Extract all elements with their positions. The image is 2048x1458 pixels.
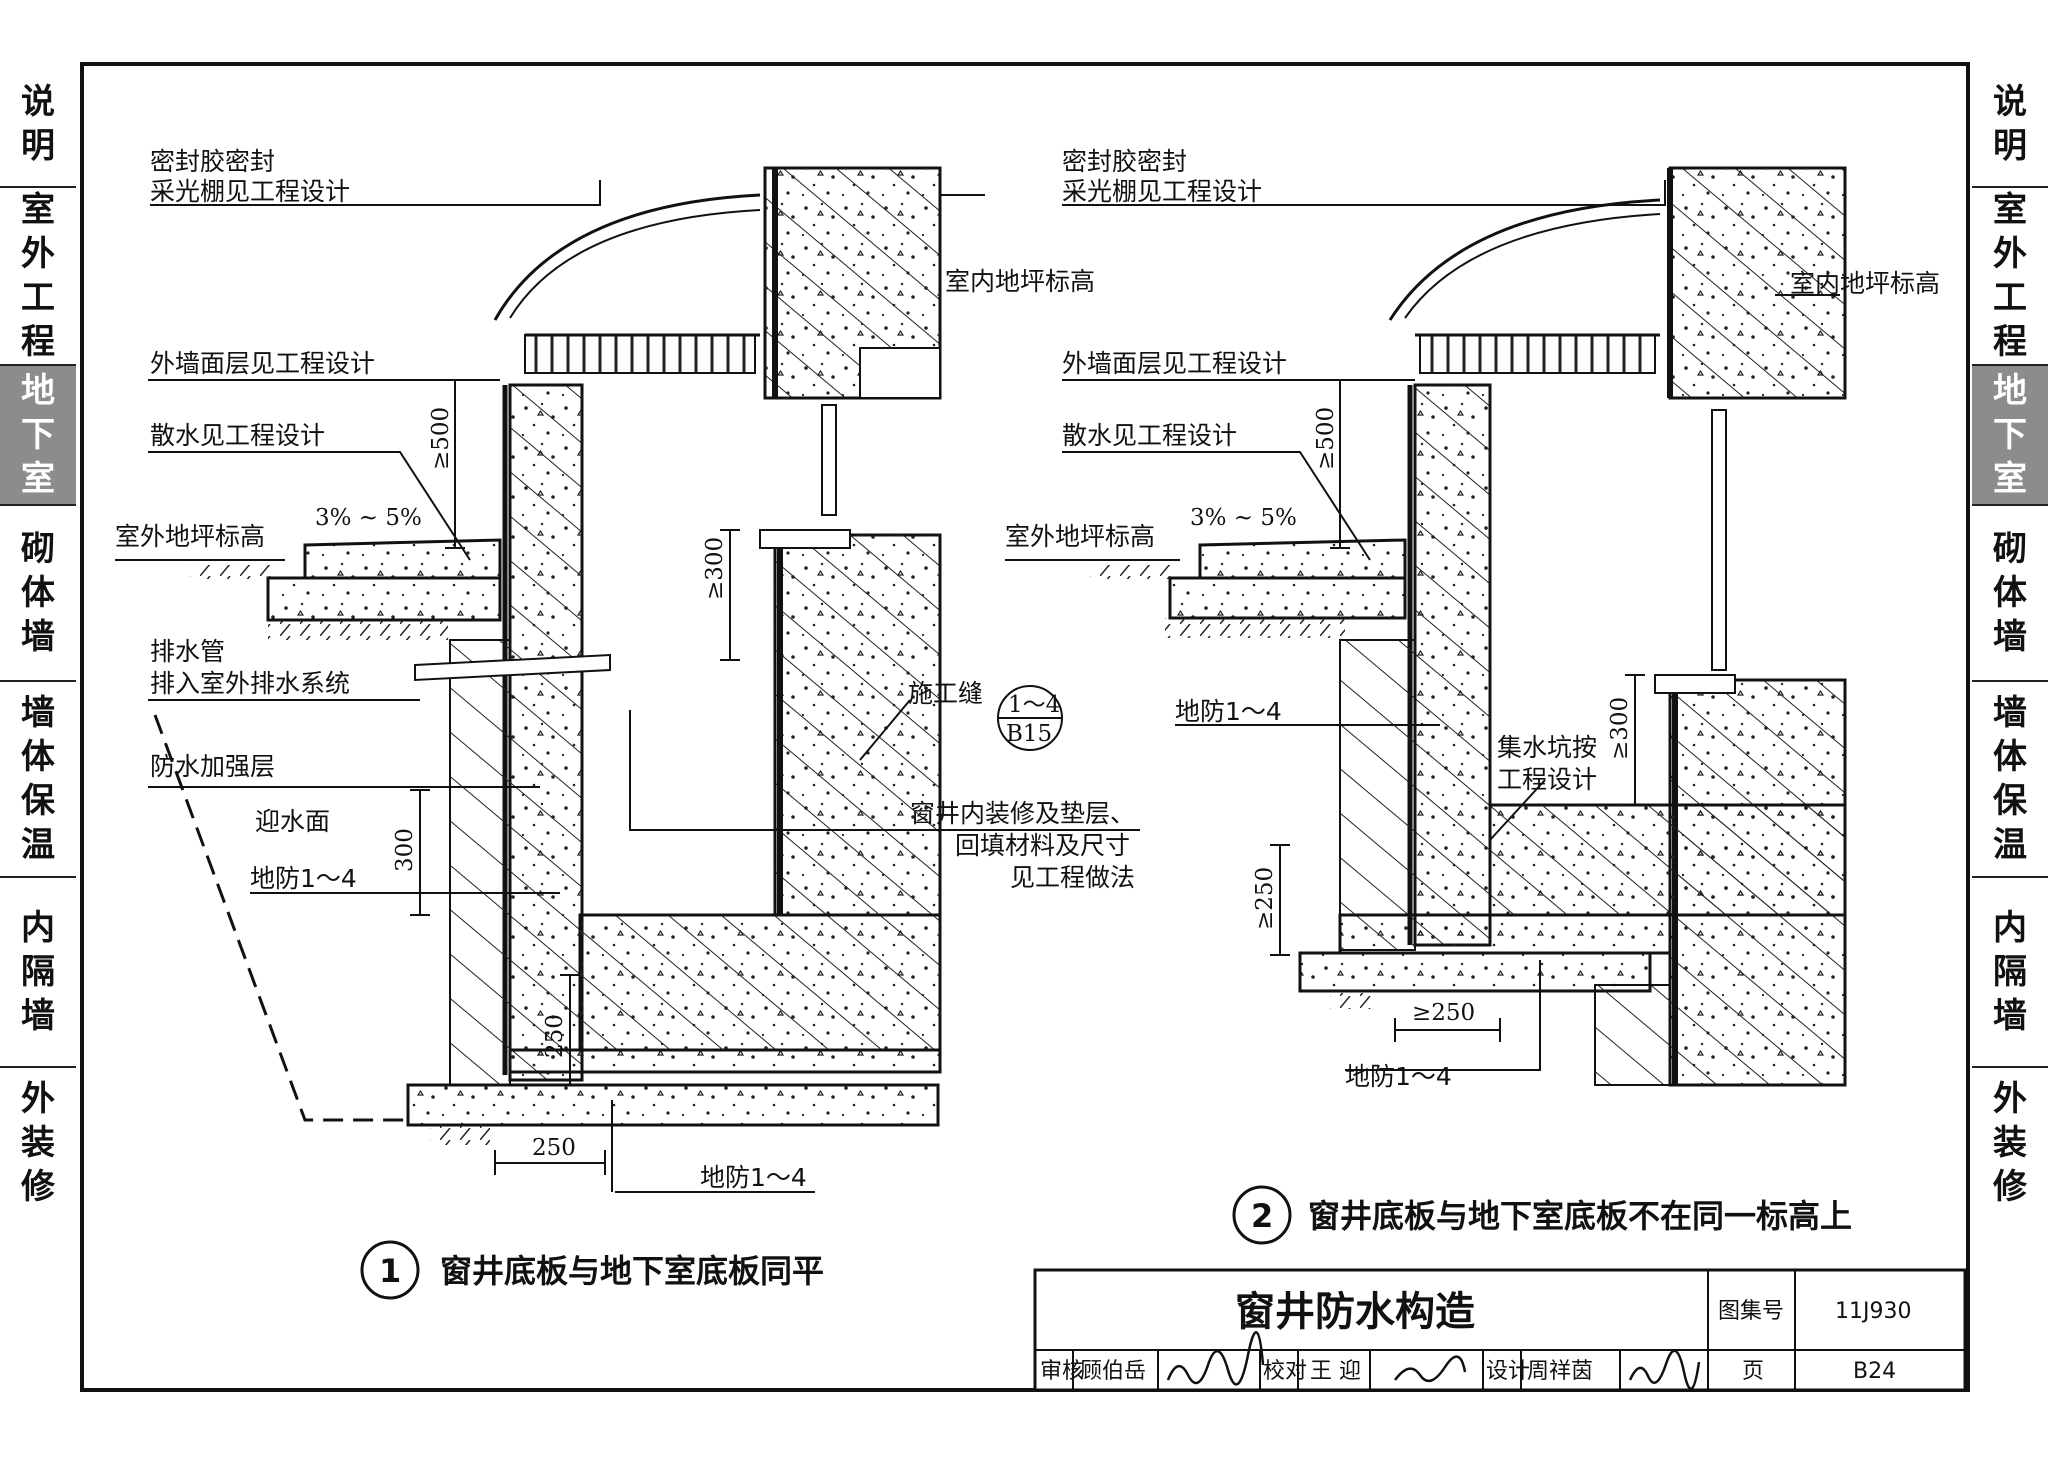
designer-signature xyxy=(1628,1349,1701,1391)
side-tab-shuoming[interactable]: 说明 xyxy=(1972,62,2048,188)
dim-300b: 300 xyxy=(392,828,418,872)
dim-500: ≥500 xyxy=(428,407,454,470)
detail-1-drawing xyxy=(153,166,942,1145)
dim-250h-2: ≥250 xyxy=(1412,1000,1475,1026)
apron-base-2 xyxy=(1168,576,1407,620)
side-tab-outdoor[interactable]: 室外工程 xyxy=(0,188,76,366)
ref-bubble-bottom: B15 xyxy=(1006,721,1052,747)
label-sump-1: 集水坑按 xyxy=(1497,733,1597,762)
side-tab-basement[interactable]: 地下室 xyxy=(0,366,76,506)
reviewer-name: 顾伯岳 xyxy=(1080,1359,1146,1384)
label-apron-2: 散水见工程设计 xyxy=(1062,421,1237,450)
apron-2 xyxy=(1198,538,1407,580)
floor-layer xyxy=(508,1048,942,1074)
apron-base xyxy=(266,576,502,622)
dim-500-2: ≥500 xyxy=(1313,407,1339,470)
dim-250h: 250 xyxy=(532,1135,576,1161)
review-label: 审核 xyxy=(1040,1359,1084,1384)
ref-bubble-top: 1～4 xyxy=(1008,692,1060,718)
skylight-arc xyxy=(493,193,761,321)
label-indoor-floor: 室内地坪标高 xyxy=(945,267,1095,296)
dims-2 xyxy=(1270,379,1645,1042)
label-outdoor-ground-2: 室外地坪标高 xyxy=(1005,522,1155,551)
label-water-face: 迎水面 xyxy=(255,807,330,836)
label-construction-joint: 施工缝 xyxy=(908,679,983,708)
dim-300a: ≥300 xyxy=(702,537,728,600)
label-waterproof-a-2: 地防1～4 xyxy=(1175,697,1282,726)
drain-pipe xyxy=(414,653,611,682)
label-apron: 散水见工程设计 xyxy=(150,421,325,450)
cushion-layer xyxy=(406,1083,940,1127)
reviewer-signature xyxy=(1166,1331,1265,1386)
side-tab-shuoming[interactable]: 说明 xyxy=(0,62,76,188)
caption-1-circle xyxy=(360,1240,420,1300)
page-number: B24 xyxy=(1853,1359,1896,1384)
excavation-line xyxy=(153,714,408,1122)
apron xyxy=(303,538,502,580)
label-sump-2: 工程设计 xyxy=(1497,765,1597,794)
caption-2: 窗井底板与地下室底板不在同一标高上 xyxy=(1308,1197,1852,1235)
check-label: 校对 xyxy=(1263,1359,1307,1384)
side-tab-partition[interactable]: 内隔墙 xyxy=(1972,878,2048,1068)
label-well-finish-1: 窗井内装修及垫层、 xyxy=(910,799,1135,828)
page-label: 页 xyxy=(1742,1359,1764,1384)
drawing-frame xyxy=(80,62,1970,1392)
side-tab-basement[interactable]: 地下室 xyxy=(1972,366,2048,506)
atlas-label: 图集号 xyxy=(1718,1299,1784,1324)
caption-2-number: 2 xyxy=(1251,1197,1273,1235)
checker-signature xyxy=(1394,1355,1467,1383)
side-tab-facade[interactable]: 外装修 xyxy=(21,1079,55,1207)
label-wall-finish: 外墙面层见工程设计 xyxy=(150,349,375,378)
well-cushion-2 xyxy=(1298,951,1652,993)
leaders-2 xyxy=(1005,180,1840,1071)
label-indoor-floor-2: 室内地坪标高 xyxy=(1790,269,1940,298)
label-reinforce: 防水加强层 xyxy=(150,752,275,781)
window-frame-2 xyxy=(1711,409,1727,671)
drawing-title: 窗井防水构造 xyxy=(1235,1289,1475,1335)
dims-1 xyxy=(410,379,740,1175)
label-waterproof-a: 地防1～4 xyxy=(250,864,357,893)
label-wall-finish-2: 外墙面层见工程设计 xyxy=(1062,349,1287,378)
label-well-finish-2: 回填材料及尺寸 xyxy=(955,831,1130,860)
skylight-grill-2 xyxy=(1419,334,1656,374)
window-frame xyxy=(821,404,837,516)
label-sealant: 密封胶密封 xyxy=(150,147,275,176)
side-tab-insulation[interactable]: 墙体保温 xyxy=(1972,682,2048,878)
dim-250v: 250 xyxy=(542,1014,568,1058)
label-slope-2: 3% ~ 5% xyxy=(1190,505,1297,531)
caption-1-number: 1 xyxy=(379,1252,401,1290)
dim-300-2: ≥300 xyxy=(1607,697,1633,760)
caption-1: 窗井底板与地下室底板同平 xyxy=(440,1252,824,1290)
label-outdoor-ground: 室外地坪标高 xyxy=(115,522,265,551)
well-floor-2 xyxy=(1338,913,1672,955)
skylight-grill xyxy=(524,334,756,374)
detail-2-drawing xyxy=(1090,166,1847,1087)
label-waterproof-b-2: 地防1～4 xyxy=(1345,1062,1452,1091)
designer-name: 周祥茵 xyxy=(1527,1359,1593,1384)
side-tab-outdoor[interactable]: 室外工程 xyxy=(1972,188,2048,366)
design-label: 设计 xyxy=(1486,1359,1530,1384)
label-skylight: 采光棚见工程设计 xyxy=(150,177,350,206)
label-sealant-2: 密封胶密封 xyxy=(1062,147,1187,176)
caption-2-circle xyxy=(1232,1185,1292,1245)
checker-name: 王 迎 xyxy=(1310,1359,1361,1384)
label-drain-to: 排入室外排水系统 xyxy=(150,669,350,698)
dim-250v-2: ≥250 xyxy=(1252,867,1278,930)
leaders-1 xyxy=(115,180,1140,1193)
label-well-finish-3: 见工程做法 xyxy=(1010,863,1135,892)
side-tab-masonry[interactable]: 砌体墙 xyxy=(0,506,76,682)
side-tab-partition[interactable]: 内隔墙 xyxy=(0,878,76,1068)
label-drain-pipe: 排水管 xyxy=(150,637,225,666)
atlas-number: 11J930 xyxy=(1835,1299,1911,1324)
protective-wall xyxy=(449,639,511,1086)
side-tab-masonry[interactable]: 砌体墙 xyxy=(1972,506,2048,682)
label-skylight-2: 采光棚见工程设计 xyxy=(1062,177,1262,206)
side-tab-insulation[interactable]: 墙体保温 xyxy=(0,682,76,878)
label-slope: 3% ~ 5% xyxy=(315,505,422,531)
side-tab-facade[interactable]: 外装修 xyxy=(1993,1079,2027,1207)
label-waterproof-b: 地防1～4 xyxy=(700,1163,807,1192)
title-block xyxy=(1033,1268,1967,1392)
